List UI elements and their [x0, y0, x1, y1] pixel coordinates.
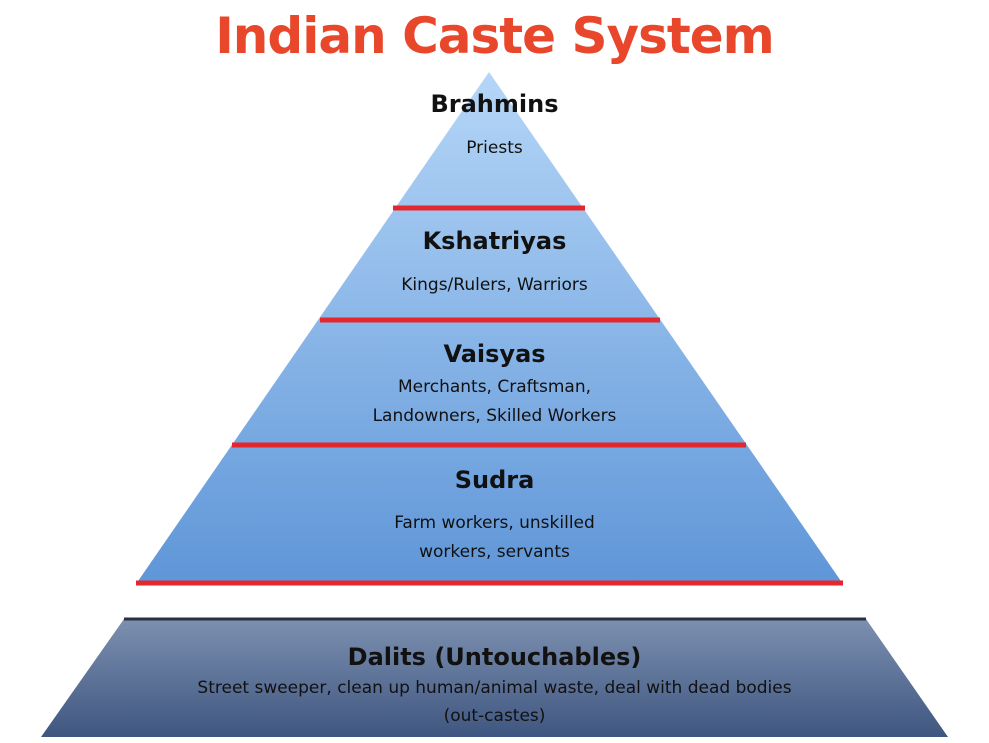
page-title: Indian Caste System — [215, 7, 775, 65]
tier-name-vaisyas: Vaisyas — [443, 340, 546, 368]
tier-description-sudra: Farm workers, unskilled workers, servant… — [394, 513, 595, 562]
pyramid-body — [136, 72, 843, 584]
tier-description-vaisyas: Merchants, Craftsman, Landowners, Skille… — [372, 377, 617, 426]
tier-name-kshatriyas: Kshatriyas — [422, 227, 567, 255]
dalits-base-block — [41, 619, 948, 737]
tier-name-brahmins: Brahmins — [430, 90, 559, 118]
tier-name-sudra: Sudra — [454, 466, 535, 494]
tier-description-kshatriyas: Kings/Rulers, Warriors — [401, 275, 588, 295]
base-name-dalits: Dalits (Untouchables) — [347, 643, 642, 671]
base-description-dalits: Street sweeper, clean up human/animal wa… — [197, 678, 792, 726]
tier-description-brahmins: Priests — [466, 138, 523, 158]
